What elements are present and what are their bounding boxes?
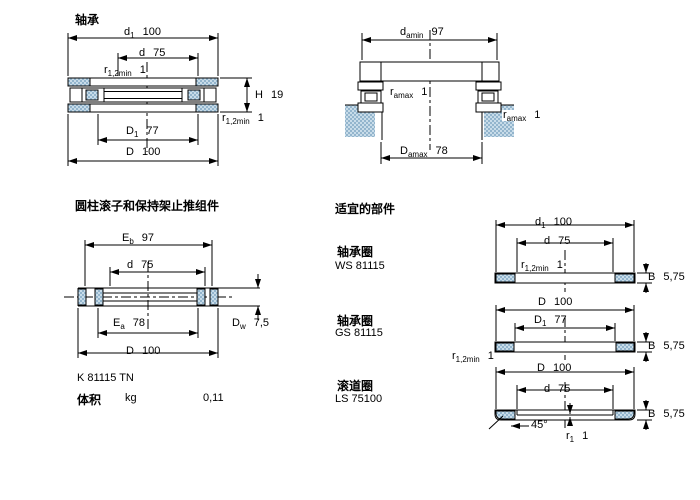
section-title-bearing: 轴承: [75, 13, 100, 27]
mass-value: 0,11: [203, 392, 224, 404]
mass-label: 体积: [77, 393, 102, 407]
suitable-item-code: WS 81115: [335, 260, 385, 272]
section-title-assembly: 圆柱滚子和保持架止推组件: [75, 199, 220, 213]
suitable-item-label: 轴承圈: [337, 245, 374, 259]
drawing-bearing-cross-section: [67, 33, 252, 166]
section-title-suitable: 适宜的部件: [335, 202, 396, 216]
drawing-ws-washer: [494, 220, 652, 293]
suitable-item-code: GS 81115: [335, 327, 383, 339]
drawing-assembly: [64, 240, 261, 358]
drawing-gs-washer: [494, 305, 652, 362]
drawing-abutment: [345, 30, 514, 164]
suitable-item-label: 滚道圈: [337, 379, 374, 393]
drawing-ls-washer: [488, 367, 652, 430]
product-designation: K 81115 TN: [77, 372, 134, 384]
mass-unit: kg: [125, 392, 137, 404]
suitable-item-label: 轴承圈: [337, 314, 374, 328]
dim-ls-chamfer-label: 45°: [531, 419, 548, 431]
suitable-item-code: LS 75100: [335, 393, 383, 405]
